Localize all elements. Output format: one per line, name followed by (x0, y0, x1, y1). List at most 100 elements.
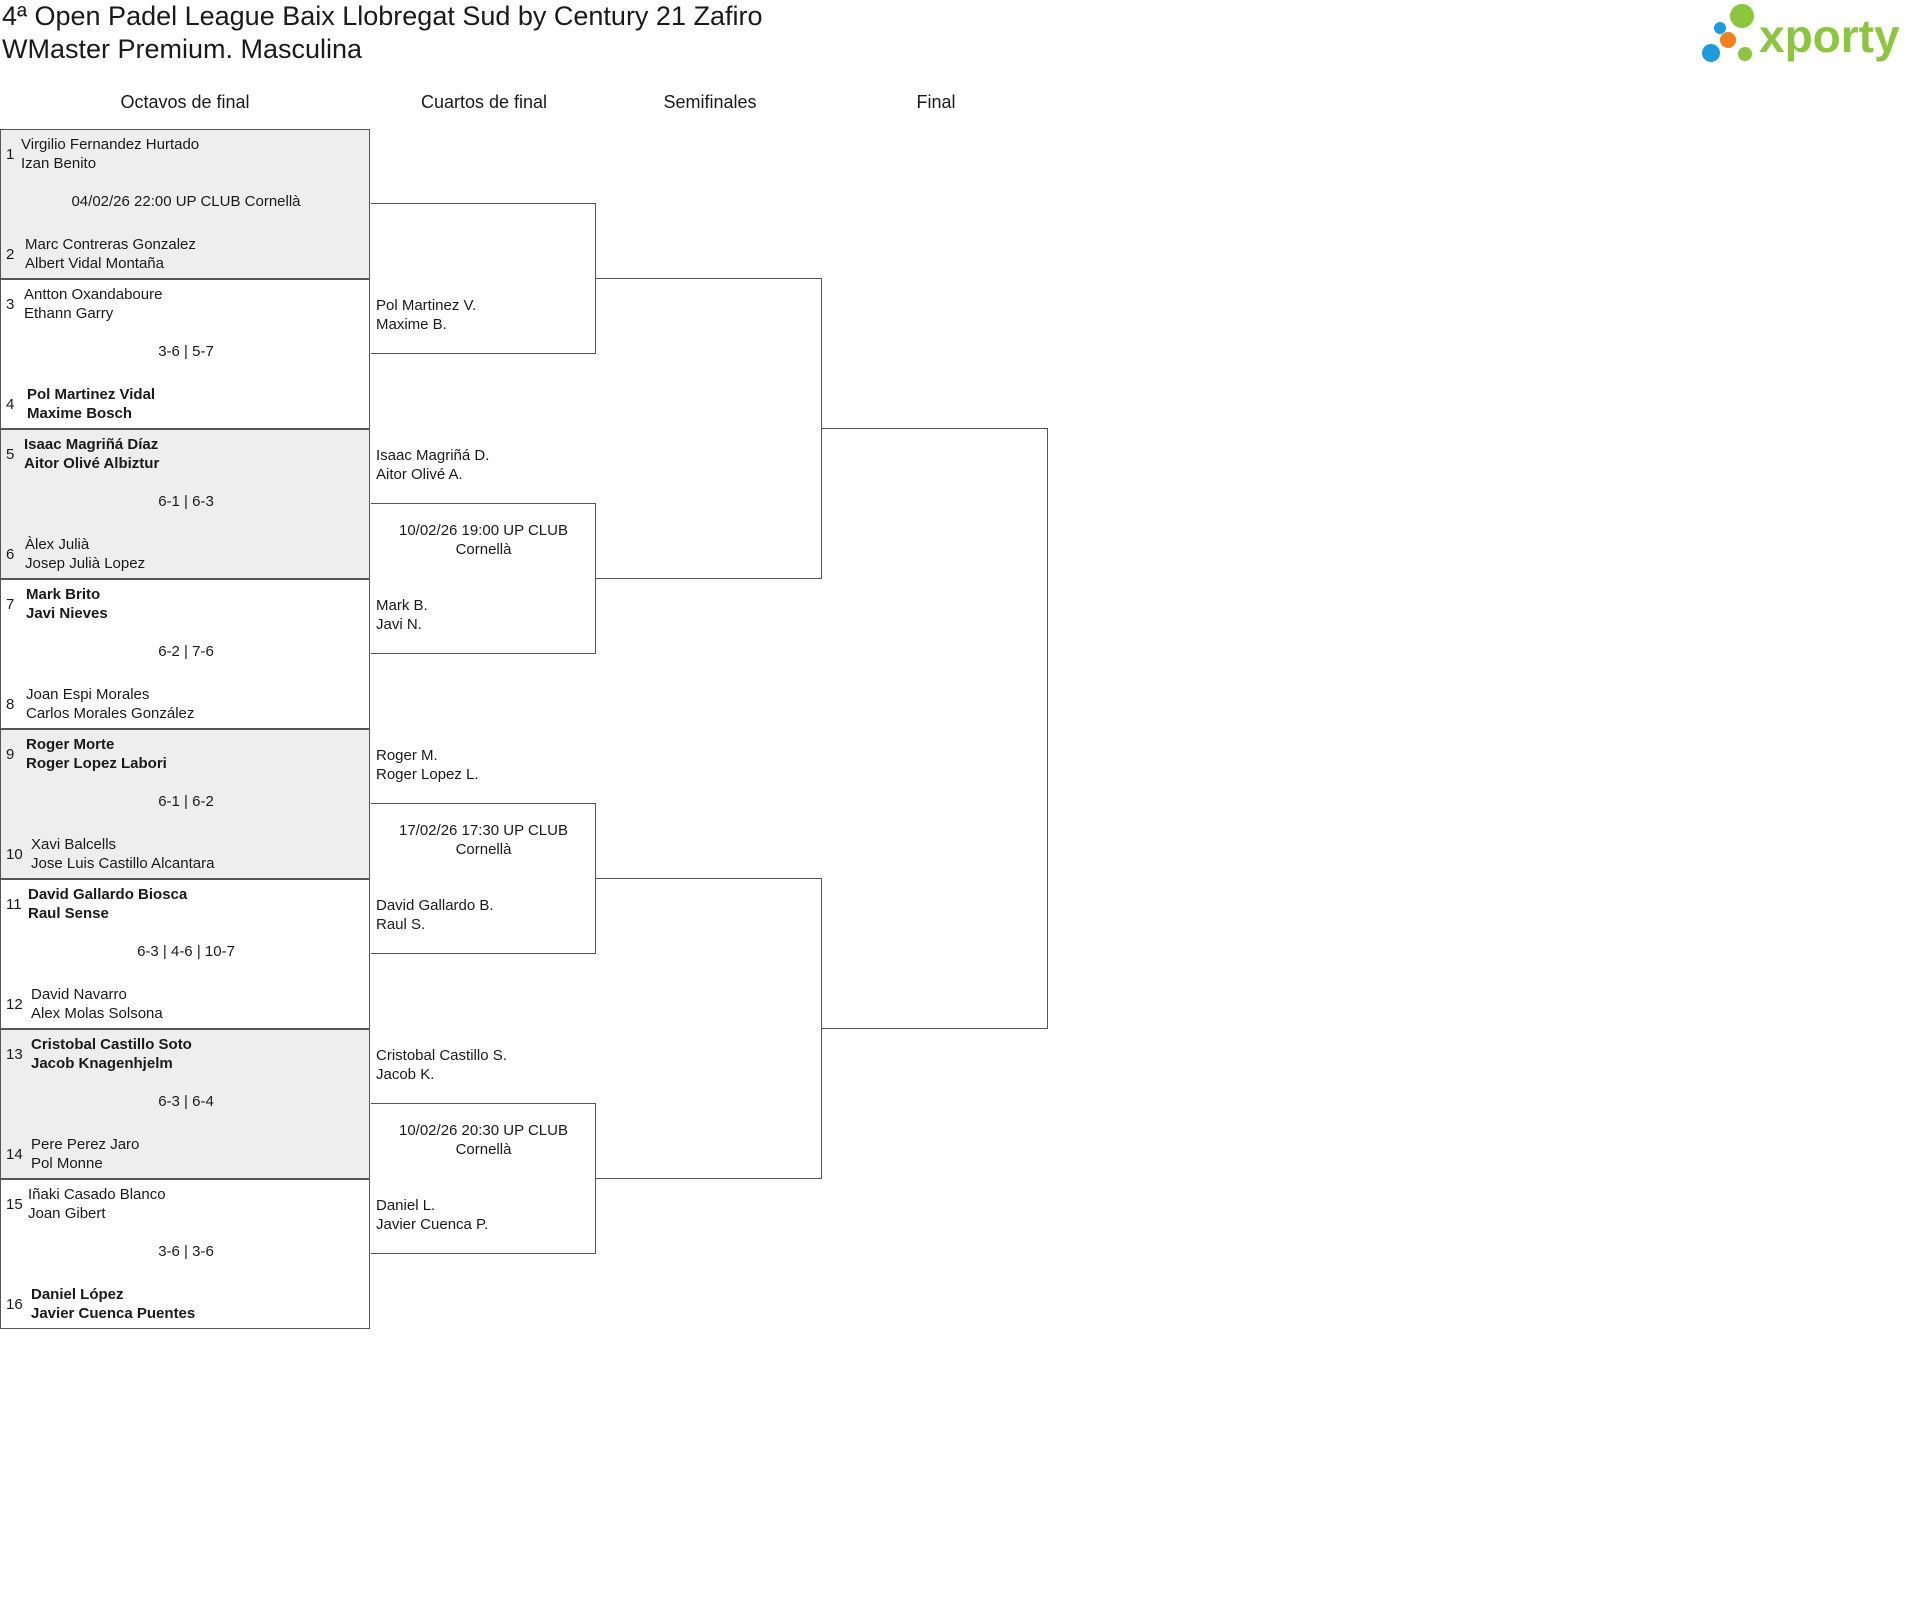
player-name: Maxime B. (376, 316, 447, 333)
seed-number: 13 (6, 1046, 23, 1063)
xporty-logo[interactable]: xporty (1697, 2, 1919, 66)
player-name: Jacob K. (376, 1066, 435, 1083)
r16-match-7[interactable]: 13 Cristobal Castillo Soto Jacob Knagenh… (0, 1029, 370, 1179)
team-a-winner: Cristobal Castillo Soto Jacob Knagenhjel… (31, 1035, 192, 1073)
team-a: Virgilio Fernandez Hurtado Izan Benito (21, 135, 199, 173)
seed-number: 4 (6, 396, 15, 413)
round-title-qf: Cuartos de final (420, 92, 548, 112)
team-b-winner: Pol Martinez Vidal Maxime Bosch (27, 385, 155, 423)
logo-dot-blue (1702, 44, 1720, 62)
team-a-winner: David Gallardo Biosca Raul Sense (28, 885, 187, 923)
r16-match-3[interactable]: 5 Isaac Magriñá Díaz Aitor Olivé Albiztu… (0, 429, 370, 579)
team-b-winner: Daniel López Javier Cuenca Puentes (31, 1285, 195, 1323)
qf-connector-2 (371, 503, 596, 654)
player-name: Aitor Olivé A. (376, 466, 463, 483)
player-name: Javi Nieves (26, 605, 108, 622)
seed-number: 6 (6, 546, 15, 563)
player-name: David Navarro (31, 986, 127, 1003)
seed-number: 16 (6, 1296, 23, 1313)
logo-text: xporty (1759, 10, 1900, 62)
player-name: Pol Martinez V. (376, 297, 477, 314)
team-a-winner: Mark Brito Javi Nieves (26, 585, 108, 623)
player-name: Raul S. (376, 916, 426, 933)
team-a: Antton Oxandaboure Ethann Garry (24, 285, 162, 323)
match-score: 3-6 | 3-6 (158, 1243, 214, 1260)
player-name: Albert Vidal Montaña (25, 255, 164, 272)
qf-4-team-b[interactable]: Daniel L. Javier Cuenca P. (376, 1196, 488, 1234)
match-venue: Cornellà (455, 1141, 512, 1158)
seed-number: 12 (6, 996, 23, 1013)
sf-connector-1 (596, 278, 822, 579)
player-name: Jacob Knagenhjelm (31, 1055, 173, 1072)
r16-match-2[interactable]: 3 Antton Oxandaboure Ethann Garry 3-6 | … (0, 279, 370, 429)
qf-4-team-a[interactable]: Cristobal Castillo S. Jacob K. (376, 1046, 507, 1084)
r16-match-4[interactable]: 7 Mark Brito Javi Nieves 6-2 | 7-6 8 Joa… (0, 579, 370, 729)
player-name: Xavi Balcells (31, 836, 117, 853)
player-name: Pol Martinez Vidal (27, 386, 156, 403)
match-datetime: 10/02/26 20:30 UP CLUB (398, 1122, 568, 1139)
player-name: Roger Lopez L. (376, 766, 479, 783)
player-name: Javier Cuenca P. (376, 1216, 489, 1233)
player-name: Roger Morte (26, 736, 115, 753)
qf-2-team-a[interactable]: Isaac Magriñá D. Aitor Olivé A. (376, 446, 489, 484)
r16-match-8[interactable]: 15 Iñaki Casado Blanco Joan Gibert 3-6 |… (0, 1179, 370, 1329)
player-name: Javier Cuenca Puentes (31, 1305, 196, 1322)
match-score: 6-1 | 6-3 (158, 493, 214, 510)
match-score: 6-3 | 4-6 | 10-7 (137, 943, 235, 960)
player-name: Virgilio Fernandez Hurtado (21, 136, 200, 153)
qf-2-match-info: 10/02/26 19:00 UP CLUB Cornellà (376, 521, 591, 559)
player-name: Antton Oxandaboure (24, 286, 163, 303)
player-name: Pol Monne (31, 1155, 103, 1172)
qf-3-team-a[interactable]: Roger M. Roger Lopez L. (376, 746, 479, 784)
player-name: Marc Contreras Gonzalez (25, 236, 196, 253)
seed-number: 14 (6, 1146, 23, 1163)
player-name: Roger Lopez Labori (26, 755, 167, 772)
seed-number: 10 (6, 846, 23, 863)
seed-number: 11 (6, 896, 22, 913)
qf-3-team-b[interactable]: David Gallardo B. Raul S. (376, 896, 494, 934)
r16-match-6[interactable]: 11 David Gallardo Biosca Raul Sense 6-3 … (0, 879, 370, 1029)
seed-number: 3 (6, 296, 15, 313)
team-b: Pere Perez Jaro Pol Monne (31, 1135, 139, 1173)
player-name: Isaac Magriñá D. (376, 447, 490, 464)
logo-dot-blue-small (1714, 22, 1726, 34)
qf-1-team-b[interactable]: Pol Martinez V. Maxime B. (376, 296, 476, 334)
team-b: Marc Contreras Gonzalez Albert Vidal Mon… (25, 235, 196, 273)
player-name: Iñaki Casado Blanco (28, 1186, 166, 1203)
qf-2-team-b[interactable]: Mark B. Javi N. (376, 596, 428, 634)
player-name: Raul Sense (28, 905, 109, 922)
qf-connector-3 (371, 803, 596, 954)
team-a: Iñaki Casado Blanco Joan Gibert (28, 1185, 166, 1223)
r16-match-1[interactable]: 1 Virgilio Fernandez Hurtado Izan Benito… (0, 129, 370, 279)
player-name: Jose Luis Castillo Alcantara (31, 855, 215, 872)
match-datetime: 10/02/26 19:00 UP CLUB (398, 522, 568, 539)
player-name: Roger M. (376, 747, 438, 764)
qf-3-match-info: 17/02/26 17:30 UP CLUB Cornellà (376, 821, 591, 859)
round-title-final: Final (916, 92, 956, 112)
player-name: Ethann Garry (24, 305, 114, 322)
match-score: 6-1 | 6-2 (158, 793, 214, 810)
qf-connector-1 (371, 203, 596, 354)
qf-4-match-info: 10/02/26 20:30 UP CLUB Cornellà (376, 1121, 591, 1159)
team-a-winner: Roger Morte Roger Lopez Labori (26, 735, 167, 773)
seed-number: 2 (6, 246, 15, 263)
seed-number: 1 (6, 146, 15, 163)
sf-connector-2 (596, 878, 822, 1179)
player-name: Alex Molas Solsona (31, 1005, 163, 1022)
r16-match-5[interactable]: 9 Roger Morte Roger Lopez Labori 6-1 | 6… (0, 729, 370, 879)
player-name: Cristobal Castillo S. (376, 1047, 507, 1064)
player-name: Maxime Bosch (27, 405, 133, 422)
seed-number: 7 (6, 596, 15, 613)
seed-number: 15 (6, 1196, 23, 1213)
player-name: Carlos Morales González (26, 705, 195, 722)
player-name: Mark Brito (26, 586, 101, 603)
logo-dot-orange (1720, 32, 1736, 48)
player-name: Joan Gibert (28, 1205, 106, 1222)
player-name: Àlex Julià (25, 536, 90, 553)
final-connector (822, 428, 1048, 1029)
seed-number: 8 (6, 696, 15, 713)
player-name: Isaac Magriñá Díaz (24, 436, 159, 453)
match-venue: Cornellà (455, 541, 512, 558)
match-venue: Cornellà (455, 841, 512, 858)
seed-number: 5 (6, 446, 15, 463)
